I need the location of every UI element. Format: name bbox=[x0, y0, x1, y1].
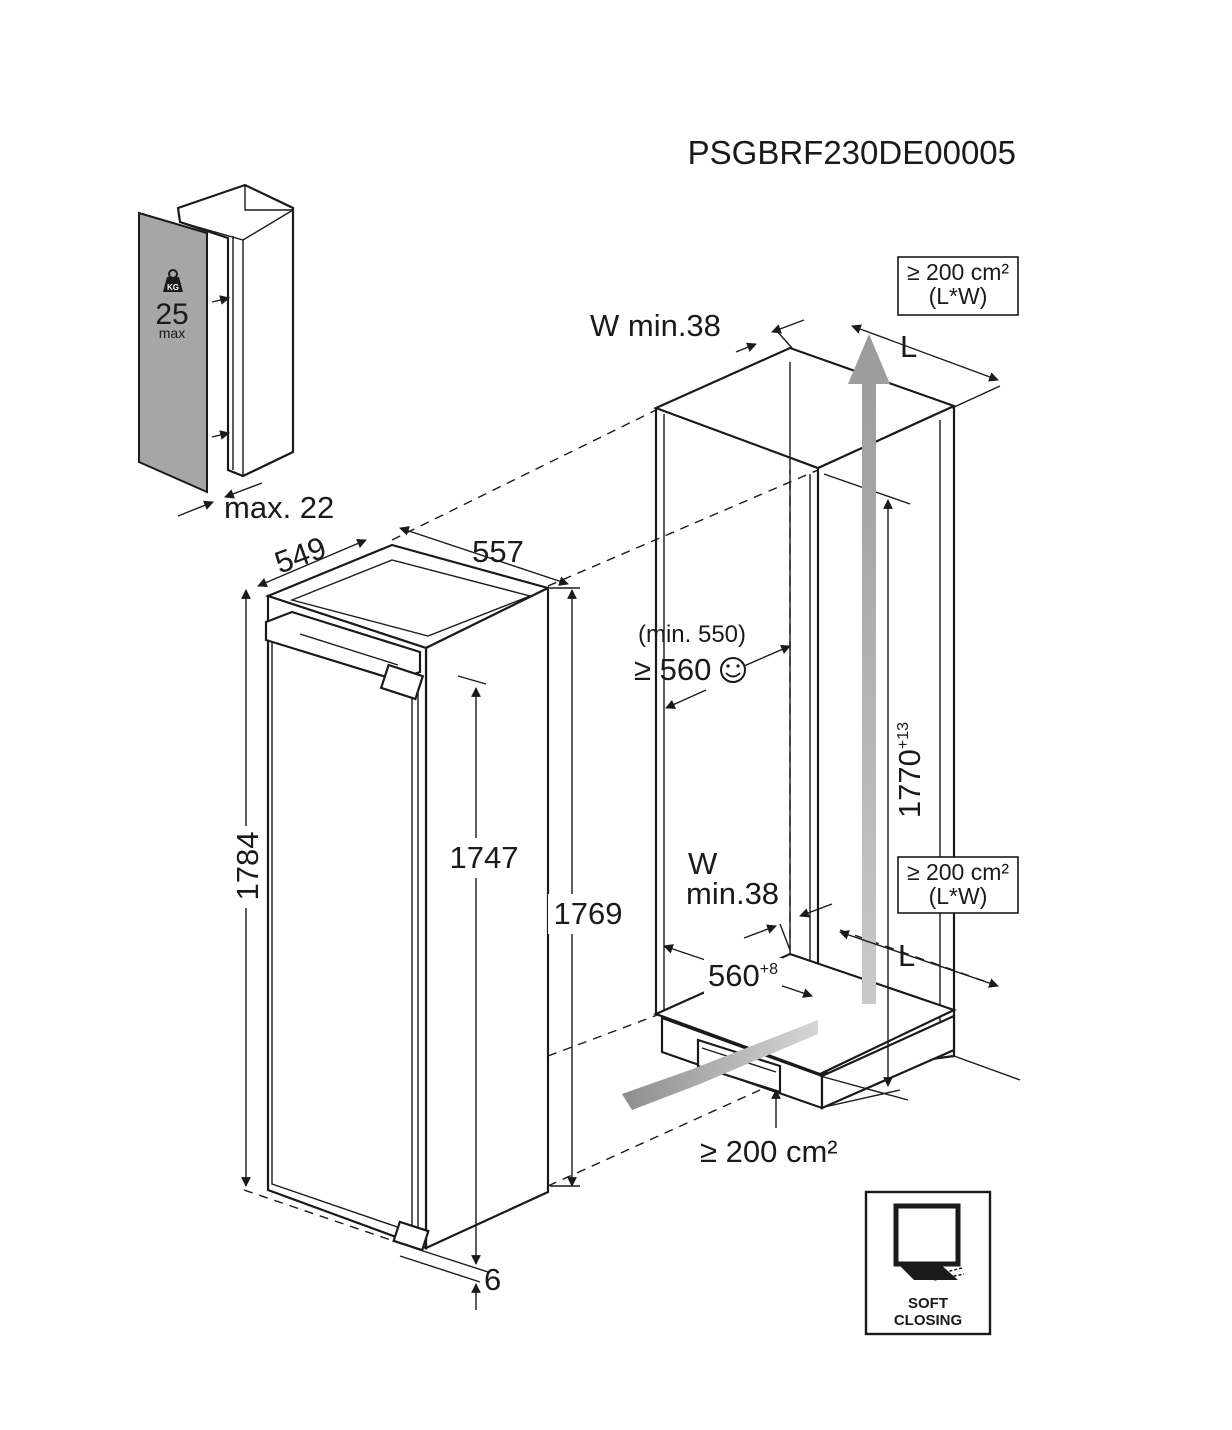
niche-height-tolerance: +13 bbox=[895, 722, 912, 749]
air-flow-in-arrow bbox=[622, 1020, 818, 1110]
niche-vent-gap-top: W min.38 bbox=[590, 308, 721, 343]
door-weight-value: 25 bbox=[155, 298, 188, 331]
door-panel bbox=[138, 211, 208, 494]
niche-vent-area-bottom-line2: (L*W) bbox=[929, 883, 988, 909]
appliance-height-inner: 1747 bbox=[450, 840, 519, 875]
soft-closing-line1: SOFT bbox=[908, 1295, 948, 1312]
niche-vent-area-top-line2: (L*W) bbox=[929, 283, 988, 309]
appliance-height-total: 1784 bbox=[230, 832, 265, 901]
appliance-bottom-gap: 6 bbox=[484, 1262, 501, 1297]
projection-lines bbox=[391, 409, 819, 1187]
niche-vent-area-top-line1: ≥ 200 cm² bbox=[907, 259, 1009, 285]
appliance-height-body: 1769 bbox=[554, 896, 623, 931]
appliance-width: 557 bbox=[472, 534, 524, 569]
niche-label-l-top: L bbox=[900, 329, 917, 364]
niche-width-tolerance: +8 bbox=[760, 961, 778, 978]
door-max-depth: max. 22 bbox=[224, 490, 334, 525]
kg-icon-label: KG bbox=[167, 283, 179, 292]
niche-vent-gap-bottom-w: W bbox=[688, 846, 718, 881]
kg-weight-icon: KG bbox=[163, 269, 183, 292]
niche-height-value: 1770 bbox=[892, 749, 927, 818]
niche-vent-area-bottom-line1: ≥ 200 cm² bbox=[907, 859, 1009, 885]
niche-height: 1770+13 bbox=[892, 722, 927, 818]
niche-label-l-bottom: L bbox=[898, 938, 915, 973]
document-code: PSGBRF230DE00005 bbox=[688, 134, 1016, 171]
door-weight-unit: max bbox=[159, 325, 185, 341]
niche-depth-min: ≥ 560 bbox=[634, 652, 711, 687]
smiley-icon bbox=[720, 657, 746, 683]
niche-vent-gap-bottom-min: min.38 bbox=[686, 876, 779, 911]
appliance-drawing: 549 557 1784 1747 1769 6 bbox=[230, 526, 628, 1310]
door-weight-inset: KG 25 max max. 22 bbox=[138, 183, 334, 525]
soft-closing-line2: CLOSING bbox=[894, 1312, 962, 1329]
soft-closing-badge: SOFT CLOSING bbox=[864, 1190, 992, 1336]
air-flow-up-arrow bbox=[848, 334, 890, 1004]
niche-drawing: W min.38 L ≥ 200 cm² (L*W) (min. 550) ≥ … bbox=[590, 256, 1021, 1169]
niche-width: 560+8 bbox=[708, 958, 778, 993]
soft-closing-door-icon bbox=[893, 1203, 965, 1281]
niche-depth-min-note: (min. 550) bbox=[638, 621, 746, 648]
niche-vent-area-plinth: ≥ 200 cm² bbox=[700, 1134, 838, 1169]
niche-width-value: 560 bbox=[708, 958, 760, 993]
